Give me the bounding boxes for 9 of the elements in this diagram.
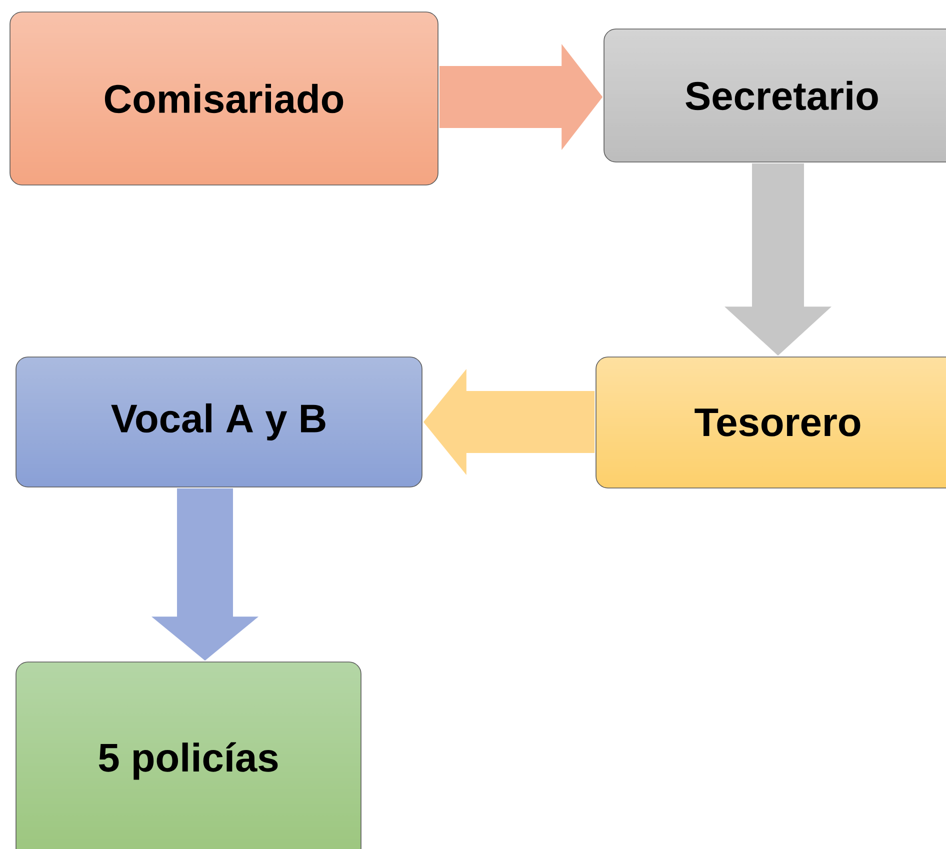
process-box: Tesorero: [596, 356, 946, 488]
block-arrow: [439, 44, 603, 150]
block-arrow: [423, 368, 595, 475]
process-box: Vocal A y B: [16, 356, 422, 488]
block-arrow: [152, 488, 258, 661]
process-box: Secretario: [604, 28, 946, 162]
process-box: Comisariado: [10, 12, 438, 186]
process-box: 5 policías: [16, 662, 362, 849]
block-arrow: [724, 163, 832, 356]
